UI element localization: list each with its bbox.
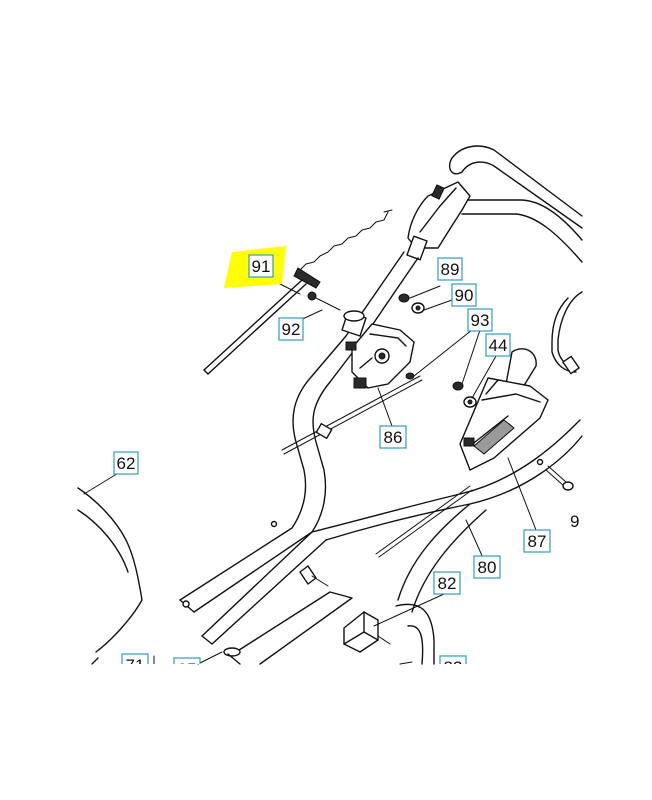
part-82-clamp [91, 565, 435, 665]
callout-44: 44 [485, 333, 511, 357]
callout-92-label: 92 [282, 320, 301, 339]
callout-80: 80 [473, 555, 501, 579]
callout-85: 85 [173, 657, 201, 679]
callout-93: 93 [467, 308, 493, 332]
nut-89 [398, 293, 410, 303]
bolt-9 [545, 465, 574, 491]
callout-82-label: 82 [438, 574, 457, 593]
callout-86: 86 [379, 425, 407, 449]
callout-87-label: 87 [528, 532, 547, 551]
callout-83-label: 83 [444, 658, 463, 677]
callout-89-label: 89 [441, 260, 460, 279]
callout-71-label: 71 [126, 656, 145, 675]
callout-44-label: 44 [489, 336, 508, 355]
callout-87: 87 [523, 529, 551, 553]
callout-91: 91 [248, 254, 274, 278]
grip-clip [431, 184, 445, 200]
handle-end-clip [562, 355, 580, 375]
callout-82: 82 [433, 571, 461, 595]
handle-tubes [179, 335, 583, 645]
fasteners [398, 293, 477, 408]
callout-83: 83 [439, 655, 467, 677]
callout-93-label: 93 [471, 311, 490, 330]
callout-90: 90 [451, 283, 477, 307]
bottom-cut-callouts: 71 85 83 [121, 653, 467, 679]
callout-80-label: 80 [478, 558, 497, 577]
screw-93 [405, 372, 415, 380]
callout-89: 89 [437, 257, 463, 281]
callout-62-label: 62 [117, 454, 136, 473]
callout-91-label: 91 [252, 257, 271, 276]
callout-62: 62 [113, 451, 139, 475]
callout-9-label: 9 [570, 512, 579, 531]
callout-71: 71 [121, 653, 149, 675]
leader-lines [83, 277, 537, 665]
part-86-lever-housing [307, 291, 415, 389]
callout-85-label: 85 [178, 660, 197, 679]
cable-91 [203, 209, 393, 375]
callout-9-partial: 9 [570, 512, 579, 531]
nut-93b [452, 381, 464, 391]
part-62-deck [77, 487, 143, 653]
callout-86-label: 86 [384, 428, 403, 447]
callout-92: 92 [278, 317, 304, 341]
part-87-control [459, 348, 549, 471]
upper-handle-frame [448, 145, 583, 375]
callout-90-label: 90 [455, 286, 474, 305]
